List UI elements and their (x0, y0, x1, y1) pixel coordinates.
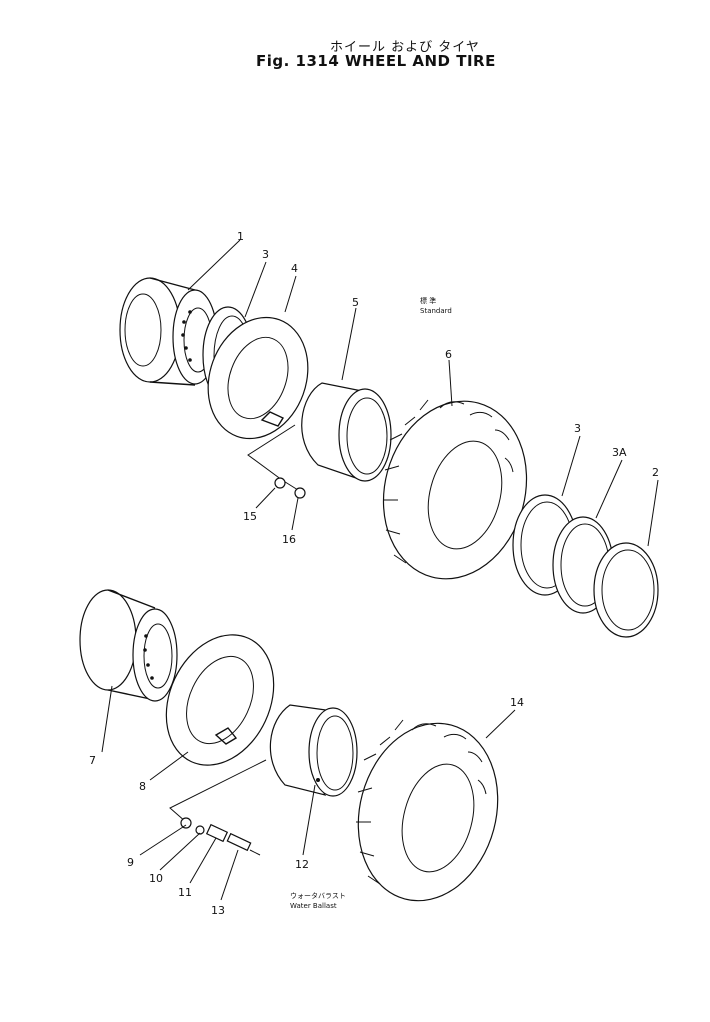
figure-title-jp: ホイール および タイヤ (330, 40, 480, 55)
callout-5: 5 (352, 296, 359, 309)
callout-4: 4 (291, 262, 298, 275)
callout-7: 7 (89, 754, 96, 767)
note-water-ballast-jp: ウォータバラスト (290, 891, 346, 900)
flap-part-5 (301, 382, 392, 482)
callout-3-upper: 3 (262, 248, 269, 261)
notes: 標 準 Standard ウォータバラスト Water Ballast (290, 296, 452, 910)
callout-8: 8 (139, 780, 146, 793)
callout-10: 10 (149, 872, 163, 885)
callout-6: 6 (445, 348, 452, 361)
flap-part-12 (269, 704, 358, 797)
wheel-rim-part-7 (79, 589, 178, 702)
callout-2: 2 (652, 466, 659, 479)
tube-part-4 (207, 316, 309, 440)
callout-16: 16 (282, 533, 296, 546)
wheel-rim-part-1 (119, 277, 218, 386)
callout-11: 11 (178, 886, 192, 899)
valve-assembly-parts-9-13 (169, 759, 267, 856)
tire-part-14 (356, 719, 499, 902)
callout-12: 12 (295, 858, 309, 871)
callout-1: 1 (237, 230, 244, 243)
tire-part-6 (382, 399, 528, 580)
figure-title: Fig. 1314 WHEEL AND TIRE (256, 52, 496, 70)
callout-15: 15 (243, 510, 257, 523)
note-standard: Standard (420, 307, 452, 315)
side-ring-part-2 (593, 542, 659, 638)
leader-lines (101, 239, 659, 901)
valve-parts-15-16 (247, 424, 306, 499)
callout-3a: 3A (612, 446, 627, 459)
callout-14: 14 (510, 696, 524, 709)
note-standard-jp: 標 準 (420, 296, 436, 305)
callout-3-right: 3 (574, 422, 581, 435)
callout-labels: 1 3 4 5 6 3 3A 2 15 16 7 8 12 14 9 10 11… (89, 230, 659, 917)
note-water-ballast: Water Ballast (290, 902, 337, 910)
tube-part-8 (165, 634, 275, 766)
callout-13: 13 (211, 904, 225, 917)
callout-9: 9 (127, 856, 134, 869)
